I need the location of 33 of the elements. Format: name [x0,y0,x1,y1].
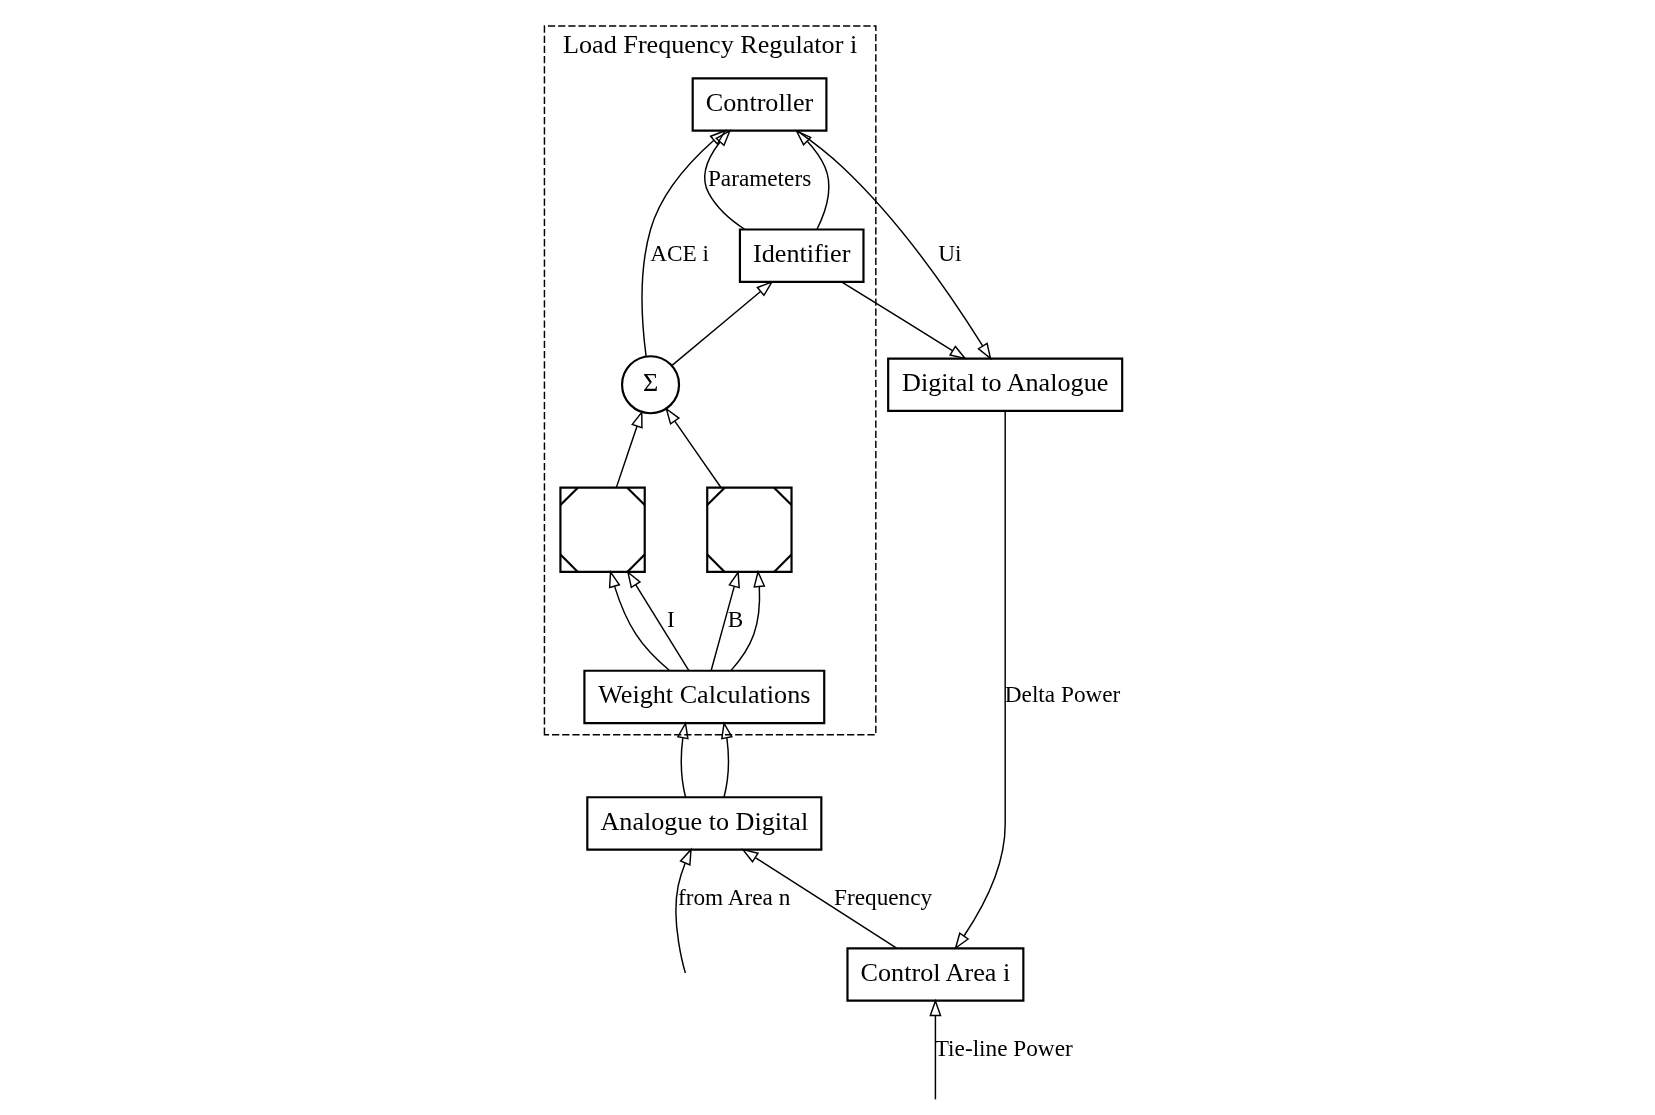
edge-label: from Area n [677,883,791,910]
arrow [841,281,967,360]
arrow [795,129,830,231]
arrow [608,570,671,672]
arrow [929,998,942,1101]
node-box: Control Area i [846,947,1025,1002]
edge-label: Parameters [707,164,812,191]
arrow [741,848,898,949]
node-box: Digital to Analogue [887,357,1124,412]
edge-label: Tie-line Power [934,1034,1073,1061]
arrow [704,129,746,231]
node-box: Analogue to Digital [586,796,823,851]
edge-label: Ui [938,240,962,267]
arrow [675,847,692,974]
node-circle: Σ [620,355,681,415]
node-box: Identifier [738,228,865,283]
arrow [626,570,690,672]
arrow [730,569,766,672]
node-box: Controller [691,77,828,132]
edge-label: ACE i [650,240,709,267]
arrow [676,721,689,798]
arrow [665,407,722,488]
arrow [671,280,774,367]
node-box: Weight Calculations [583,669,826,725]
edge-label: Frequency [834,883,933,910]
arrow [720,721,733,798]
edge-label: B [727,605,744,632]
arrow [954,410,1006,950]
arrow [710,570,740,672]
arrow [615,410,643,489]
edge-label: I [667,605,675,632]
arrow [641,129,727,357]
arrow [796,130,992,361]
